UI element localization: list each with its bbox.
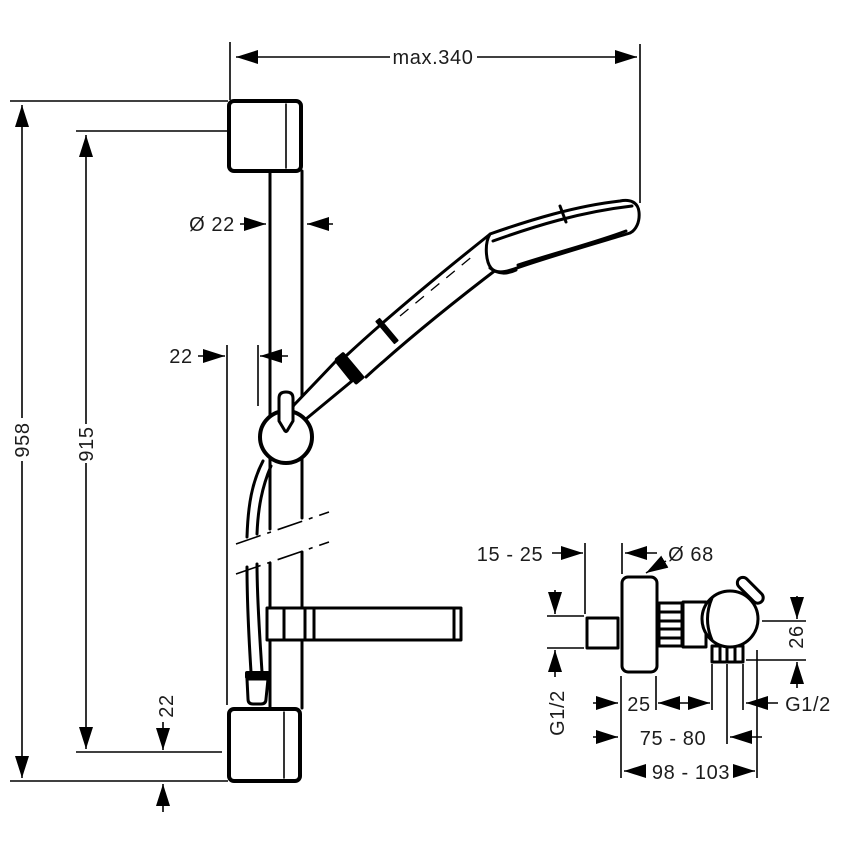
slider-lock-pin [277,390,295,433]
top-wall-bracket [227,99,303,173]
union-nut [657,601,684,648]
dim-outlet-thread-label: G1/2 [785,694,831,716]
dimension-lines-shower-set: max.340 958 915 Ø 22 22 22 [10,42,641,812]
dim-bar-height-label: 915 [76,426,98,461]
hose-connector [245,671,270,706]
hand-shower-head [484,198,641,275]
break-lines [235,511,330,575]
dim-bottom-offset-label: 22 [156,694,178,717]
dim-inlet-thread-label: G1/2 [547,690,569,736]
dim-wall-distance-label: 15 - 25 [477,544,543,566]
hand-shower-handle [291,233,503,421]
bottom-wall-bracket [227,707,302,783]
dimension-lines-valve: 15 - 25 Ø 68 G1/2 26 25 G1/2 75 - 80 [477,543,831,784]
slider-holder [258,390,314,465]
thermostat-knob [700,589,760,649]
dim-bar-diameter-label: Ø 22 [189,214,235,236]
shelf-bar [265,606,463,642]
outlet-connector [710,644,745,664]
dim-outlet-drop-label: 26 [786,625,808,648]
dim-total-projection-label: 98 - 103 [652,762,730,784]
wall-nipple [585,616,620,650]
dim-escutcheon-diameter-label: Ø 68 [668,544,714,566]
shower-hose [245,459,273,674]
dim-total-height-label: 958 [12,422,34,457]
dim-max-width-label: max.340 [393,47,474,69]
dim-escutcheon-depth-label: 25 [627,694,650,716]
knob-lever [735,575,765,605]
dim-slider-offset-label: 22 [169,346,192,368]
thermostat-valve [585,575,765,674]
escutcheon [620,575,659,674]
dim-center-distance-label: 75 - 80 [640,728,706,750]
